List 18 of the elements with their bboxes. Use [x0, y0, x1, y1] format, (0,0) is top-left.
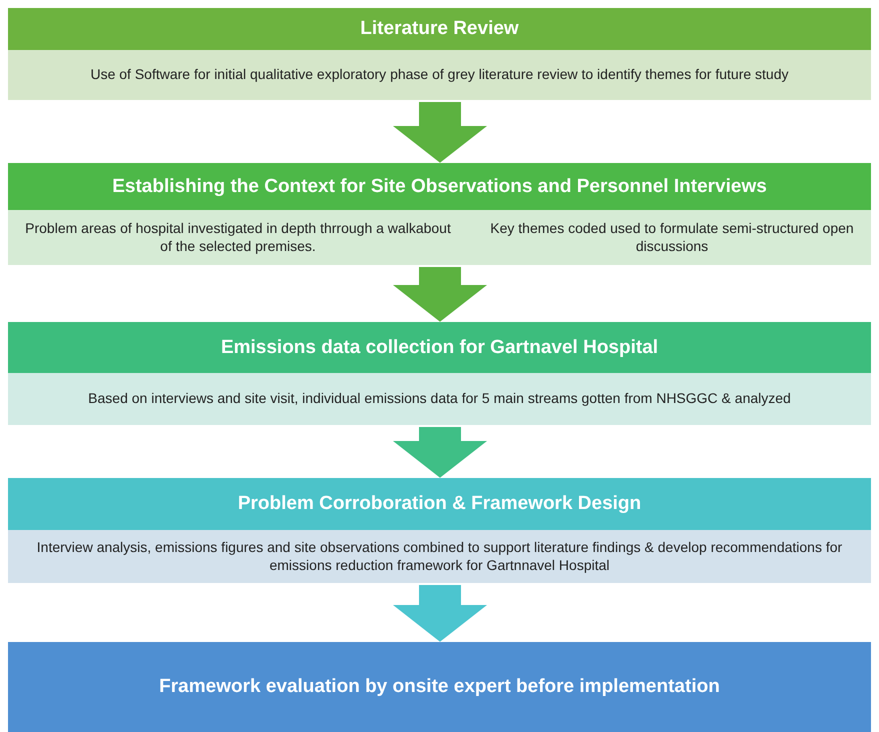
process-step: [8, 478, 871, 583]
step-title: Literature Review: [8, 8, 871, 50]
step-description: Use of Software for initial qualitative exploratory phase of grey literature review to identify themes for future study: [89, 65, 790, 84]
process-step: [8, 163, 871, 265]
step-title: Problem Corroboration & Framework Design: [8, 478, 871, 530]
down-arrow: [393, 427, 487, 478]
down-arrow: [393, 102, 487, 163]
step-description: Key themes coded used to formulate semi-structured open discussions: [489, 219, 855, 256]
step-title: Framework evaluation by onsite expert before implementation: [8, 642, 871, 732]
step-description: Based on interviews and site visit, individual emissions data for 5 main streams gotten from NHSGGC & analyzed: [87, 389, 792, 408]
process-step: [8, 322, 871, 425]
down-arrow: [393, 267, 487, 322]
step-title: Establishing the Context for Site Observations and Personnel Interviews: [8, 163, 871, 210]
step-description: Problem areas of hospital investigated in depth thrrough a walkabout of the selected premises.: [24, 219, 452, 256]
down-arrow: [393, 585, 487, 642]
process-step: [8, 8, 871, 100]
step-description: Interview analysis, emissions figures and site observations combined to support literature findings & develop recommendations for emissions reduction framework for Gartnnavel Hospital: [36, 538, 844, 575]
step-title: Emissions data collection for Gartnavel Hospital: [8, 322, 871, 373]
